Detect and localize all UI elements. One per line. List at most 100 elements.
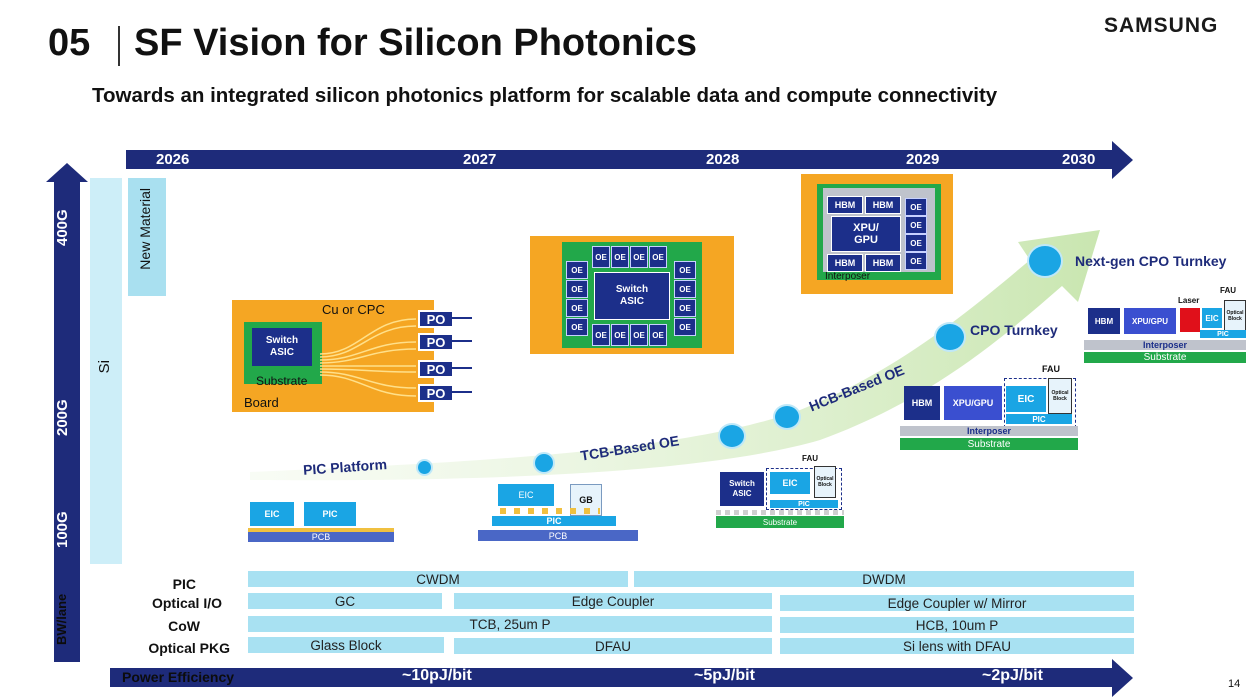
optical-block: Optical Block bbox=[814, 466, 836, 498]
tech-band-gc: GC bbox=[248, 593, 442, 609]
oe-dashed-region bbox=[766, 468, 842, 510]
pic-chip: PIC bbox=[1006, 414, 1072, 424]
po-chip: PO bbox=[418, 384, 454, 402]
pcb-board: PCB bbox=[248, 532, 394, 542]
oe-chip: OE bbox=[905, 234, 927, 252]
switch-oe-diagram: Switch ASIC OE OE OE OE OE OE OE OE OE O… bbox=[530, 236, 734, 354]
optical-block: Optical Block bbox=[1224, 300, 1246, 332]
bump-row bbox=[248, 528, 394, 532]
hbm-chip: HBM bbox=[827, 196, 863, 214]
oe-chip: OE bbox=[611, 246, 629, 268]
oe-chip: OE bbox=[674, 318, 696, 336]
copper-traces bbox=[320, 318, 417, 397]
xpu-gpu-chip: XPU/GPU bbox=[944, 386, 1002, 420]
stage-dot bbox=[718, 423, 746, 449]
new-material-bar bbox=[128, 178, 166, 296]
timeline-arrowhead bbox=[1112, 141, 1133, 179]
pic-chip: PIC bbox=[492, 516, 616, 526]
oe-chip: OE bbox=[566, 299, 588, 317]
bw-level-100g: 100G bbox=[54, 511, 71, 549]
bump-row bbox=[500, 508, 600, 514]
hbm-chip: HBM bbox=[904, 386, 940, 420]
subtitle: Towards an integrated silicon photonics … bbox=[92, 84, 998, 107]
year-label: 2030 bbox=[1062, 151, 1096, 168]
power-efficiency-value: ~2pJ/bit bbox=[982, 667, 1043, 684]
xpu-gpu-chip: XPU/GPU bbox=[1124, 308, 1176, 334]
power-efficiency-label: Power Efficiency bbox=[122, 669, 235, 685]
hbm-chip: HBM bbox=[1088, 308, 1120, 334]
fau-label: FAU bbox=[1220, 286, 1236, 295]
oe-chip: OE bbox=[905, 198, 927, 216]
fau-label: FAU bbox=[802, 454, 818, 463]
row-label-pic: PIC bbox=[172, 576, 196, 592]
stage-dot bbox=[773, 404, 801, 430]
page-title: SF Vision for Silicon Photonics bbox=[134, 22, 698, 64]
switch-asic-chip: Switch ASIC bbox=[252, 328, 312, 366]
tech-band-edge-coupler-mirror: Edge Coupler w/ Mirror bbox=[780, 595, 1134, 611]
stage-label-next-gen: Next-gen CPO Turnkey bbox=[1075, 253, 1227, 269]
stage-label-cpo-turnkey: CPO Turnkey bbox=[970, 322, 1058, 338]
hcb-oe-diagram: FAU Switch ASIC EIC Optical Block PIC Su… bbox=[716, 454, 846, 530]
timeline-arrow bbox=[126, 150, 1116, 169]
hbm-chip: HBM bbox=[865, 196, 901, 214]
bandwidth-axis-arrow bbox=[54, 180, 80, 662]
oe-chip: OE bbox=[649, 324, 667, 346]
laser-chip bbox=[1180, 308, 1200, 332]
stage-dot bbox=[1027, 244, 1063, 278]
power-efficiency-value: ~5pJ/bit bbox=[694, 667, 755, 684]
link-label: Cu or CPC bbox=[322, 302, 385, 317]
bandwidth-axis-arrowhead bbox=[46, 163, 88, 182]
roadmap-swoosh bbox=[250, 230, 1100, 481]
eic-chip: EIC bbox=[1006, 386, 1046, 412]
stage-dot bbox=[934, 322, 966, 352]
oe-chip: OE bbox=[649, 246, 667, 268]
hbm-chip: HBM bbox=[865, 254, 901, 272]
switch-asic-chip: Switch ASIC bbox=[720, 472, 764, 506]
tech-band-dfau: DFAU bbox=[454, 638, 772, 654]
oe-chip: OE bbox=[630, 324, 648, 346]
oe-chip: OE bbox=[566, 280, 588, 298]
eic-chip: EIC bbox=[250, 502, 294, 526]
row-label-optical-pkg: Optical PKG bbox=[148, 640, 230, 656]
interposer-board: Interposer bbox=[900, 426, 1078, 436]
oe-chip: OE bbox=[905, 252, 927, 270]
eic-chip: EIC bbox=[770, 472, 810, 494]
cpo-turnkey-diagram: FAU HBM XPU/GPU EIC Optical Block PIC In… bbox=[900, 364, 1080, 454]
row-label-optical-io: Optical I/O bbox=[151, 595, 222, 611]
oe-chip: OE bbox=[674, 280, 696, 298]
po-chip: PO bbox=[418, 360, 454, 378]
po-chip: PO bbox=[418, 333, 454, 351]
oe-chip: OE bbox=[592, 324, 610, 346]
stage-dot bbox=[416, 459, 433, 476]
pic-chip: PIC bbox=[770, 500, 838, 508]
oe-chip: OE bbox=[611, 324, 629, 346]
section-number: 05 bbox=[48, 22, 91, 64]
substrate-board: Substrate bbox=[716, 516, 844, 528]
oe-chip: OE bbox=[566, 318, 588, 336]
tcb-oe-diagram: EIC GB PIC PCB bbox=[478, 478, 640, 544]
tech-band-dwdm: DWDM bbox=[634, 571, 1134, 587]
row-label-cow: CoW bbox=[168, 618, 200, 634]
bw-lane-label: BW/lane bbox=[54, 593, 69, 645]
year-label: 2026 bbox=[156, 151, 190, 168]
samsung-logo: SAMSUNG bbox=[1104, 14, 1219, 37]
power-efficiency-arrowhead bbox=[1112, 659, 1133, 697]
eic-chip: EIC bbox=[1202, 308, 1222, 328]
laser-label: Laser bbox=[1178, 296, 1200, 305]
bump-row bbox=[716, 510, 844, 515]
year-label: 2029 bbox=[906, 151, 940, 168]
tech-band-glass-block: Glass Block bbox=[248, 637, 444, 653]
tech-band-tcb: TCB, 25um P bbox=[248, 616, 772, 632]
year-label: 2028 bbox=[706, 151, 740, 168]
new-material-label: New Material bbox=[137, 188, 153, 270]
xpu-diagram: HBM HBM HBM HBM XPU/ GPU OE OE OE OE Int… bbox=[801, 174, 953, 294]
oe-chip: OE bbox=[674, 261, 696, 279]
board-diagram: Switch ASIC Substrate Board Cu or CPC PO… bbox=[232, 300, 454, 412]
fiber-lines bbox=[452, 317, 472, 393]
po-chip: PO bbox=[418, 310, 454, 328]
pic-platform-diagram: EIC PIC PCB bbox=[248, 496, 396, 544]
switch-asic-chip: Switch ASIC bbox=[594, 272, 670, 320]
board-label: Board bbox=[244, 395, 279, 410]
power-efficiency-arrow bbox=[110, 668, 1114, 687]
fau-label: FAU bbox=[1042, 364, 1060, 374]
